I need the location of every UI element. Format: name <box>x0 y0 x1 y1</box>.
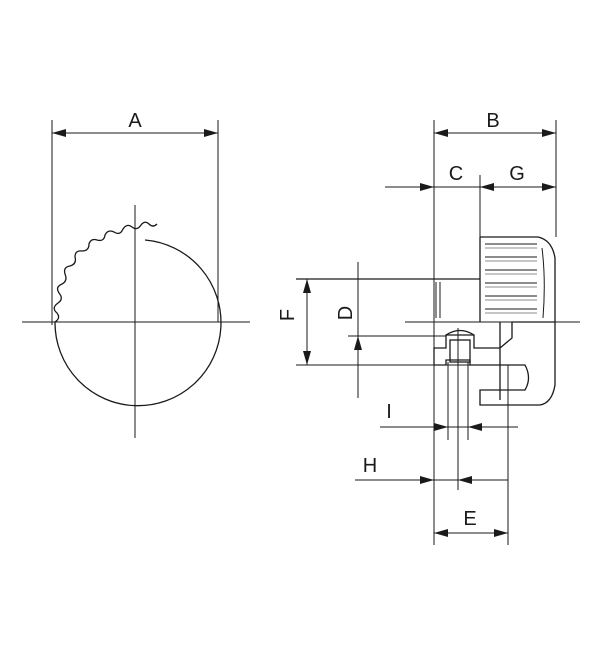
knurl-lines <box>485 243 545 319</box>
label-g: G <box>509 163 525 185</box>
label-a: A <box>128 110 142 132</box>
label-b: B <box>486 110 499 132</box>
label-i: I <box>386 401 392 423</box>
knob-cap <box>480 236 556 322</box>
side-view: B C G F D I H E <box>277 110 580 545</box>
label-d: D <box>335 306 357 320</box>
knob-outline <box>54 239 222 407</box>
label-e: E <box>463 508 476 530</box>
front-view: A <box>22 110 250 438</box>
knurled-edge <box>53 221 158 323</box>
label-h: H <box>363 455 377 477</box>
label-c: C <box>449 163 463 185</box>
section-hatch <box>433 321 556 406</box>
label-f: F <box>277 309 299 321</box>
